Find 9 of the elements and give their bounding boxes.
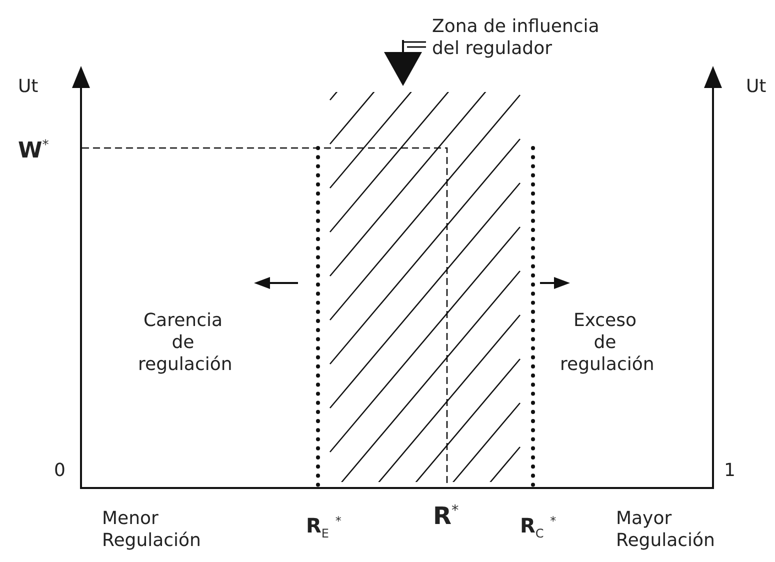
axis-label: Ut xyxy=(18,76,38,98)
point-label: R$^{*}$ xyxy=(433,501,459,527)
tick-label: 0 xyxy=(54,460,66,482)
axis-value-label: W$^{*}$ xyxy=(18,137,49,162)
axis-end-label: Mayor Regulación xyxy=(616,508,716,552)
axis-label: Ut xyxy=(746,76,766,98)
axis-end-label: Menor Regulación xyxy=(102,508,202,552)
zone-label: Zona de influencia del regulador xyxy=(432,16,600,60)
tick-label: 1 xyxy=(724,460,736,482)
